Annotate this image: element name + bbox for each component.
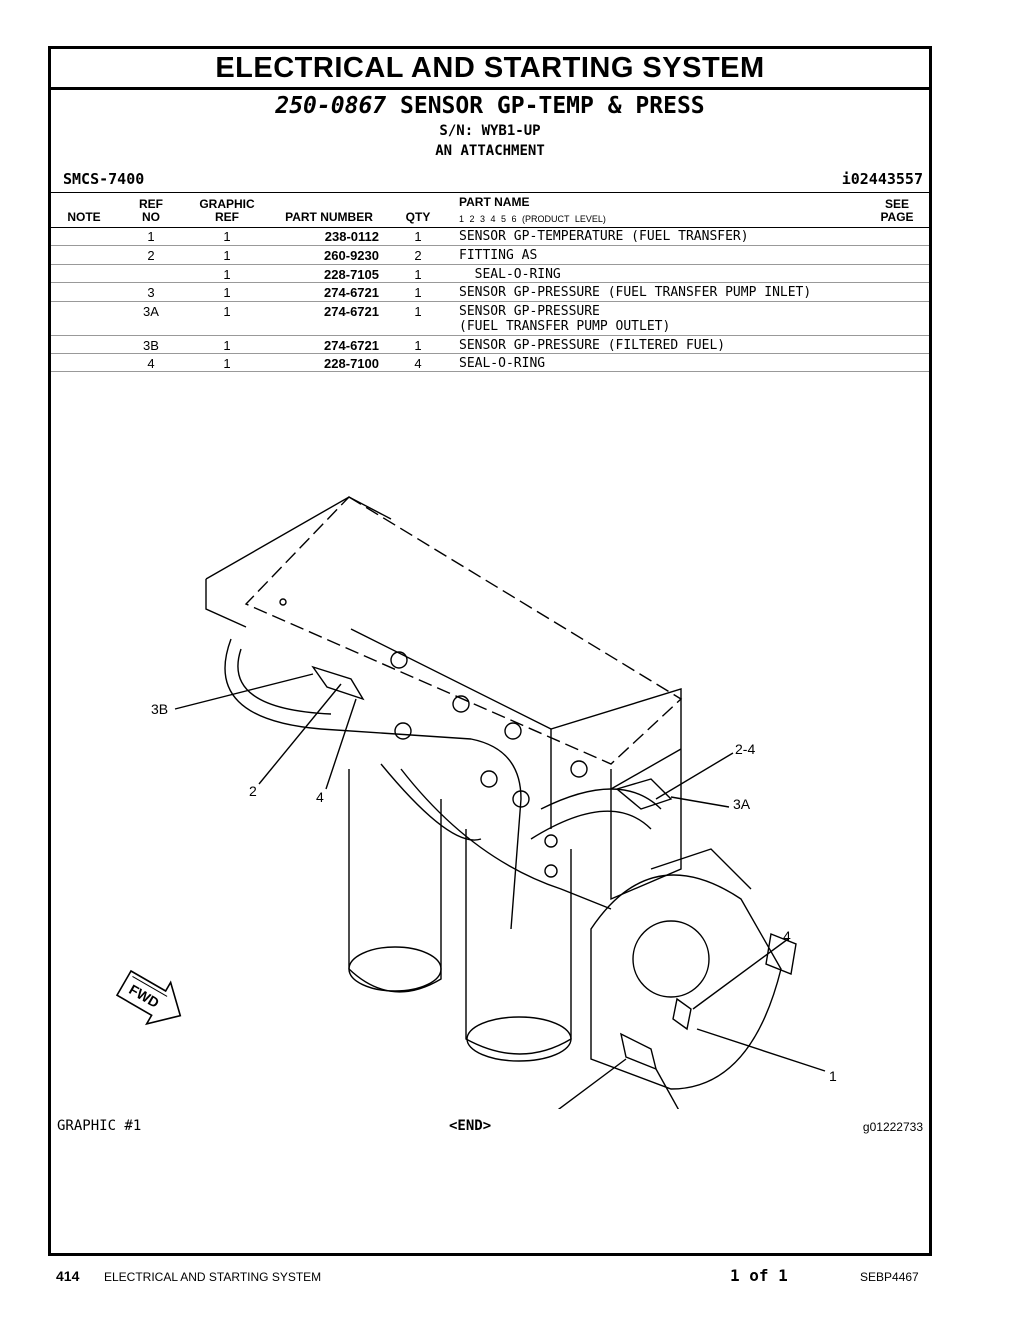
table-row: 3 1 274-6721 1 SENSOR GP-PRESSURE (FUEL … — [51, 283, 929, 302]
part-number: 228-7105 — [324, 267, 379, 282]
graphic-ref: 1 — [223, 304, 231, 319]
callout-3a: 3A — [733, 796, 751, 812]
part-number: 238-0112 — [324, 229, 379, 244]
group-name: SENSOR GP-TEMP & PRESS — [400, 93, 705, 119]
graphic-id: g01222733 — [862, 1120, 923, 1134]
callout-3b: 3B — [151, 701, 168, 717]
part-number: 228-7100 — [324, 356, 379, 371]
header-part-name: PART NAME — [459, 195, 530, 209]
ref-no: 2 — [147, 248, 155, 263]
part-name: SEAL-O-RING — [459, 267, 561, 282]
footer-section: ELECTRICAL AND STARTING SYSTEM — [104, 1270, 322, 1284]
page-of: 1 of 1 — [730, 1266, 788, 1285]
part-number: 274-6721 — [324, 338, 379, 353]
header-note: NOTE — [67, 210, 101, 224]
part-number: 260-9230 — [324, 248, 379, 263]
callout-2-4: 2-4 — [735, 741, 755, 757]
header-product-levels: 1 2 3 4 5 6 (PRODUCT LEVEL) — [459, 214, 606, 224]
header-graphic-top: GRAPHIC — [199, 197, 255, 211]
header-see-top: SEE — [884, 197, 909, 211]
part-name: SENSOR GP-TEMPERATURE (FUEL TRANSFER) — [459, 229, 749, 244]
section-title: ELECTRICAL AND STARTING SYSTEM — [51, 49, 929, 90]
ref-no: 1 — [147, 229, 155, 244]
table-row: 1 1 238-0112 1 SENSOR GP-TEMPERATURE (FU… — [51, 227, 929, 246]
table-row: 4 1 228-7100 4 SEAL-O-RING — [51, 354, 929, 372]
smcs-code: SMCS-7400 — [63, 170, 145, 188]
document-number: SEBP4467 — [860, 1270, 919, 1284]
header-ref-top: REF — [139, 197, 163, 211]
page-frame: ELECTRICAL AND STARTING SYSTEM 250-0867 … — [48, 46, 932, 1256]
info-id: i02443557 — [841, 170, 923, 188]
part-number: 274-6721 — [324, 304, 379, 319]
qty: 1 — [414, 229, 422, 244]
header-part-number: PART NUMBER — [285, 210, 373, 224]
group-number: 250-0867 — [275, 93, 387, 119]
graphic-ref: 1 — [223, 267, 231, 282]
graphic-number: GRAPHIC #1 — [57, 1118, 142, 1134]
page-number: 414 — [56, 1268, 80, 1284]
serial-number: S/N: WYB1-UP — [439, 123, 541, 139]
header-ref-bottom: NO — [142, 210, 160, 224]
qty: 2 — [414, 248, 422, 263]
part-name: FITTING AS — [459, 248, 538, 263]
ref-no: 3 — [147, 285, 155, 300]
part-name: SENSOR GP-PRESSURE (FILTERED FUEL) — [459, 338, 726, 353]
part-name: SENSOR GP-PRESSURE (FUEL TRANSFER PUMP O… — [459, 304, 671, 334]
graphic-ref: 1 — [223, 356, 231, 371]
table-row: 3A 1 274-6721 1 SENSOR GP-PRESSURE (FUEL… — [51, 302, 929, 336]
parts-illustration: FWD 3B 2 4 2-4 3A 4 1 3 4 — [115, 496, 837, 1109]
graphic-ref: 1 — [223, 285, 231, 300]
end-marker: <END> — [449, 1118, 492, 1134]
header-see-bottom: PAGE — [880, 210, 914, 224]
part-name: SEAL-O-RING — [459, 356, 546, 371]
table-row: 3B 1 274-6721 1 SENSOR GP-PRESSURE (FILT… — [51, 336, 929, 354]
graphic-ref: 1 — [223, 338, 231, 353]
fwd-arrow-icon: FWD — [115, 969, 182, 1026]
attachment-note: AN ATTACHMENT — [435, 143, 545, 159]
qty: 4 — [414, 356, 422, 371]
table-row: 1 228-7105 1 SEAL-O-RING — [51, 265, 929, 283]
graphic-ref: 1 — [223, 248, 231, 263]
header-qty: QTY — [405, 210, 431, 224]
ref-no: 4 — [147, 356, 155, 371]
callout-4: 4 — [783, 928, 791, 944]
part-name: SENSOR GP-PRESSURE (FUEL TRANSFER PUMP I… — [459, 285, 812, 300]
graphic-ref: 1 — [223, 229, 231, 244]
qty: 1 — [414, 285, 422, 300]
qty: 1 — [414, 304, 422, 319]
ref-no: 3A — [143, 304, 159, 319]
group-title: 250-0867 SENSOR GP-TEMP & PRESS — [51, 93, 929, 119]
callout-2: 2 — [249, 783, 257, 799]
callout-4: 4 — [316, 789, 324, 805]
table-header: NOTE REF NO GRAPHIC REF PART NUMBER QTY … — [51, 192, 929, 228]
qty: 1 — [414, 267, 422, 282]
table-row: 2 1 260-9230 2 FITTING AS — [51, 246, 929, 265]
callout-1: 1 — [829, 1068, 837, 1084]
ref-no: 3B — [143, 338, 159, 353]
header-graphic-bottom: REF — [215, 210, 239, 224]
qty: 1 — [414, 338, 422, 353]
part-number: 274-6721 — [324, 285, 379, 300]
